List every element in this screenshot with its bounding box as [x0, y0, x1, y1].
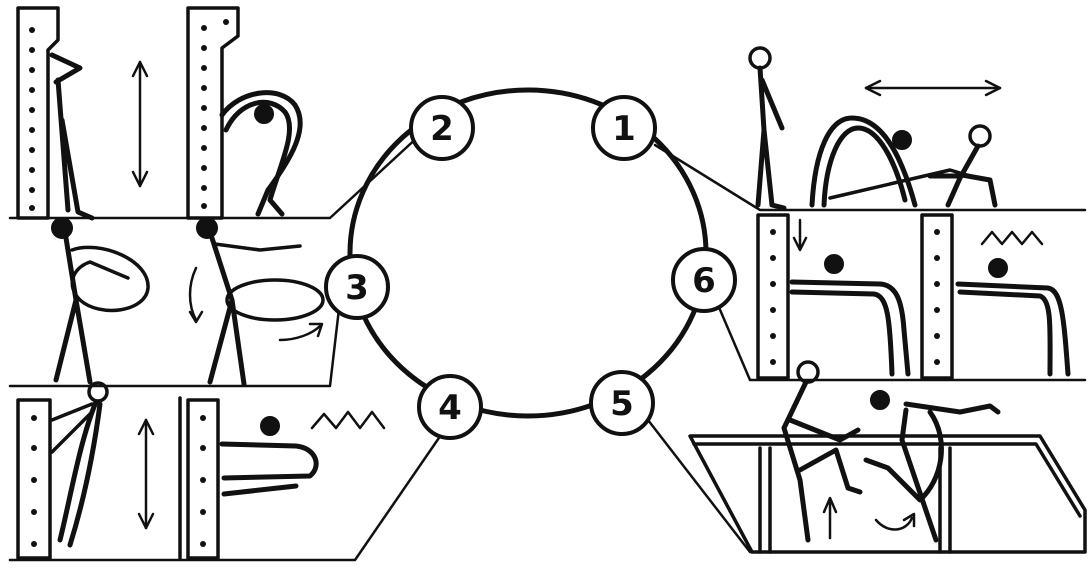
figure-sitting-icon	[930, 126, 995, 205]
figure-standing-icon	[750, 48, 784, 208]
down-arrow-icon	[794, 220, 806, 250]
vertical-arrow-icon	[133, 62, 147, 186]
figure-arm-circle-icon	[197, 218, 323, 384]
horizontal-arrow-icon	[866, 81, 1000, 95]
zigzag-icon	[982, 232, 1042, 244]
wall-bars-icon	[188, 8, 238, 218]
up-arrow-icon	[824, 498, 836, 538]
panel-station-2	[18, 8, 300, 218]
figure-hanging-icon	[52, 383, 107, 545]
wall-bars-icon	[922, 215, 952, 378]
rotation-arrow-icon	[280, 324, 322, 340]
figure-bridge-icon	[812, 118, 970, 205]
figure-leg-raise-icon	[222, 417, 316, 494]
figure-forward-bend-icon	[958, 259, 1068, 374]
panel-station-4	[18, 383, 384, 558]
station-2-label: 2	[430, 109, 454, 149]
station-6: 6	[673, 249, 735, 311]
figure-arm-circle-icon	[52, 218, 148, 382]
station-6-label: 6	[692, 261, 716, 301]
station-4-label: 4	[438, 388, 462, 428]
wall-bars-icon	[18, 8, 58, 218]
station-4: 4	[419, 376, 481, 438]
station-5-label: 5	[610, 384, 634, 424]
station-5: 5	[591, 372, 653, 434]
figure-standing-icon	[52, 55, 92, 218]
vaulting-box-icon	[690, 436, 1085, 552]
station-1-label: 1	[612, 109, 636, 149]
figure-vaulting-icon	[866, 391, 998, 540]
vertical-arrow-icon	[139, 420, 153, 528]
station-3-label: 3	[345, 268, 369, 308]
station-3: 3	[326, 256, 388, 318]
figure-bending-icon	[222, 93, 300, 214]
rotation-arrow-icon	[876, 514, 914, 530]
panel-station-5	[690, 362, 1085, 552]
panel-station-6	[758, 215, 1068, 378]
station-2: 2	[411, 97, 473, 159]
station-1: 1	[593, 97, 655, 159]
zigzag-icon	[312, 412, 384, 428]
wall-bars-icon	[758, 215, 788, 378]
figure-jumping-icon	[784, 362, 860, 540]
wall-bars-icon	[188, 400, 218, 558]
rotation-arrow-icon	[190, 268, 202, 322]
panel-station-1	[750, 48, 1000, 208]
figure-forward-bend-icon	[792, 255, 908, 374]
wall-bars-icon	[18, 400, 50, 558]
panel-station-3	[52, 218, 323, 384]
